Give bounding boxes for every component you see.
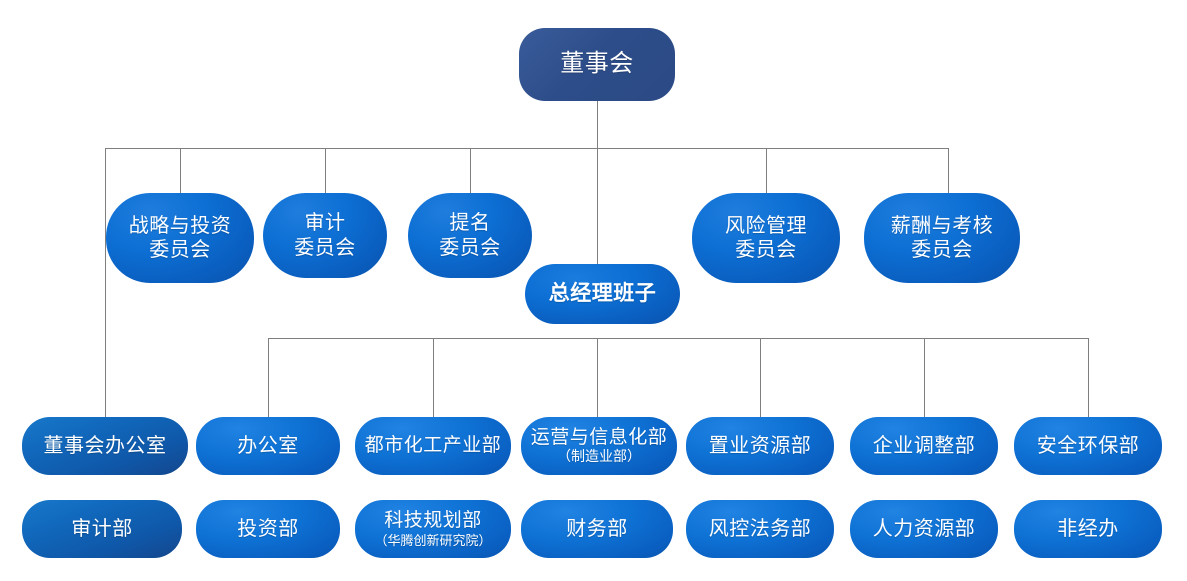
node-dept-enterprise-adjustment[interactable]: 企业调整部 (850, 417, 998, 484)
committee-label-line2: 委员会 (439, 236, 501, 259)
connector-department-bus (268, 338, 1088, 339)
node-dept-operations-informatization[interactable]: 运营与信息化部 （制造业部） (521, 417, 677, 484)
node-dept-audit[interactable]: 审计部 (22, 500, 182, 567)
node-general-manager-team[interactable]: 总经理班子 (525, 264, 680, 333)
dept-label: 审计部 (71, 517, 133, 540)
dept-label: 企业调整部 (872, 434, 976, 457)
connector-drop-urban-chemical (433, 338, 434, 418)
node-dept-property-resources[interactable]: 置业资源部 (686, 417, 834, 484)
dept-label: 科技规划部 (384, 510, 482, 532)
dept-label: 非经办 (1057, 517, 1119, 540)
committee-label-line2: 委员会 (735, 239, 797, 261)
committee-label-line1: 战略与投资 (128, 214, 232, 237)
committee-label-line2: 委员会 (149, 239, 211, 261)
node-dept-office[interactable]: 办公室 (196, 417, 340, 484)
committee-label-line2: 委员会 (911, 239, 973, 261)
dept-label: 风控法务部 (708, 517, 812, 540)
dept-label: 运营与信息化部 (530, 426, 668, 448)
connector-drop-office (268, 338, 269, 418)
connector-drop-enterprise-adjust (924, 338, 925, 418)
node-dept-finance[interactable]: 财务部 (521, 500, 673, 567)
dept-label: 安全环保部 (1036, 434, 1140, 457)
dept-label: 办公室 (237, 434, 299, 457)
node-dept-human-resources[interactable]: 人力资源部 (850, 500, 998, 567)
connector-drop-audit-committee (325, 148, 326, 194)
node-dept-board-office[interactable]: 董事会办公室 (22, 417, 188, 484)
node-dept-investment[interactable]: 投资部 (196, 500, 340, 567)
connector-drop-strategy (180, 148, 181, 194)
dept-label: 都市化工产业部 (364, 435, 502, 457)
committee-label-line1: 风险管理 (725, 214, 807, 237)
node-dept-risk-control-legal[interactable]: 风控法务部 (686, 500, 834, 567)
committee-label-line1: 提名 (449, 212, 491, 235)
connector-drop-safety-env (1088, 338, 1089, 418)
committee-label-line2: 委员会 (294, 236, 356, 259)
node-dept-urban-chemical-industry[interactable]: 都市化工产业部 (355, 417, 511, 484)
dept-label: 置业资源部 (708, 434, 812, 457)
committee-label-line1: 审计 (304, 212, 346, 235)
connector-drop-property (760, 338, 761, 418)
connector-drop-compensation (948, 148, 949, 194)
connector-committee-bus (105, 148, 949, 149)
connector-board-vertical (597, 100, 598, 266)
dept-label: 财务部 (566, 517, 628, 540)
node-dept-non-operating[interactable]: 非经办 (1014, 500, 1162, 567)
dept-label: 投资部 (237, 517, 299, 540)
node-committee-nomination[interactable]: 提名 委员会 (408, 193, 532, 287)
node-dept-safety-environment[interactable]: 安全环保部 (1014, 417, 1162, 484)
dept-label: 人力资源部 (872, 517, 976, 540)
committee-label-line1: 薪酬与考核 (890, 214, 994, 237)
node-committee-strategy-investment[interactable]: 战略与投资 委员会 (106, 193, 254, 292)
node-committee-risk-management[interactable]: 风险管理 委员会 (692, 193, 840, 292)
dept-sublabel: （制造业部） (556, 450, 641, 466)
dept-sublabel: （华腾创新研究院） (374, 532, 492, 548)
connector-drop-risk (766, 148, 767, 194)
node-board-of-directors[interactable]: 董事会 (519, 28, 675, 110)
connector-board-office-spine (105, 148, 106, 418)
connector-drop-nomination (470, 148, 471, 194)
connector-drop-operations (597, 338, 598, 418)
node-committee-audit[interactable]: 审计 委员会 (263, 193, 387, 287)
node-committee-compensation-assessment[interactable]: 薪酬与考核 委员会 (864, 193, 1020, 292)
dept-label: 董事会办公室 (43, 434, 167, 457)
node-board-label: 董事会 (560, 50, 634, 77)
node-dept-technology-planning[interactable]: 科技规划部 （华腾创新研究院） (355, 500, 511, 567)
node-gm-label: 总经理班子 (548, 281, 657, 306)
